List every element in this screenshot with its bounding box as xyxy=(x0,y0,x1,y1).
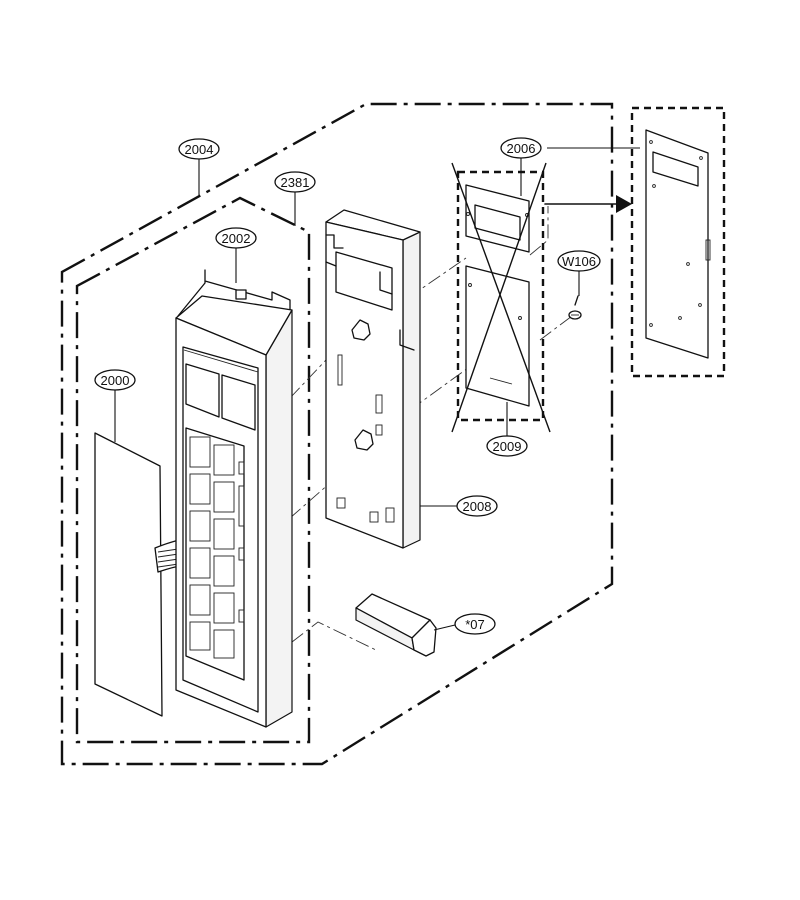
cross-out-mark xyxy=(451,162,551,433)
part-w106-screw xyxy=(568,295,582,320)
callout-07: *07 xyxy=(454,613,496,635)
svg-text:*07: *07 xyxy=(465,617,485,632)
assembly-boundary-2381 xyxy=(75,196,311,744)
svg-text:W106: W106 xyxy=(562,254,596,269)
callout-w106: W106 xyxy=(557,250,601,272)
part-2006-new-pcb xyxy=(645,129,711,359)
part-2006-old-pcb xyxy=(465,184,530,253)
callout-2006: 2006 xyxy=(500,137,542,159)
svg-text:2009: 2009 xyxy=(493,439,522,454)
callout-2008: 2008 xyxy=(456,495,498,517)
part-2009-old-pcb xyxy=(465,265,530,407)
part-2002-control-panel xyxy=(175,269,293,728)
part-07-clip xyxy=(355,593,437,657)
part-2008-frame xyxy=(325,209,421,549)
svg-text:2006: 2006 xyxy=(507,141,536,156)
svg-text:2381: 2381 xyxy=(281,175,310,190)
callout-2000: 2000 xyxy=(94,369,136,391)
svg-text:2004: 2004 xyxy=(185,142,214,157)
callout-2002: 2002 xyxy=(215,227,257,249)
svg-text:2000: 2000 xyxy=(101,373,130,388)
callout-2009: 2009 xyxy=(486,435,528,457)
keypad-buttons xyxy=(189,436,235,659)
old-pcb-dotted-box xyxy=(456,170,545,422)
leader-lines xyxy=(114,147,640,631)
callout-2004: 2004 xyxy=(178,138,220,160)
svg-text:2002: 2002 xyxy=(222,231,251,246)
callout-2381: 2381 xyxy=(274,171,316,193)
replacement-arrow xyxy=(544,195,632,213)
assembly-boundary-2004 xyxy=(60,102,614,766)
svg-text:2008: 2008 xyxy=(463,499,492,514)
